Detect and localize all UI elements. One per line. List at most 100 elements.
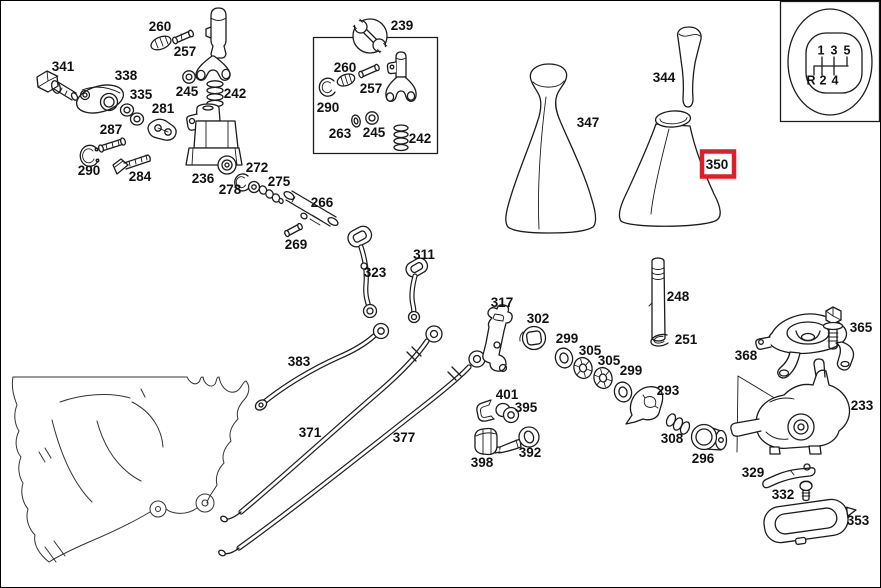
highlight-box-350[interactable] <box>699 149 737 179</box>
part-299-a <box>554 347 574 369</box>
part-365 <box>822 306 844 350</box>
part-label-377: 377 <box>393 430 416 445</box>
part-248 <box>648 257 666 342</box>
gear-2: 2 <box>820 74 827 88</box>
part-245 <box>182 70 196 84</box>
part-label-284: 284 <box>129 169 152 184</box>
part-label-260: 260 <box>334 60 357 75</box>
transmission-housing-sketch <box>11 376 250 563</box>
gear-3: 3 <box>831 44 838 58</box>
part-299-b <box>613 381 633 403</box>
detail-inset-239 <box>312 16 439 155</box>
part-label-242: 242 <box>409 131 432 146</box>
part-260 <box>150 35 172 51</box>
part-269 <box>284 222 303 238</box>
part-335 <box>119 103 145 126</box>
part-350 <box>618 110 721 227</box>
part-label-398: 398 <box>471 455 494 470</box>
part-371 <box>220 325 443 523</box>
part-label-263: 263 <box>329 126 352 141</box>
part-label-275: 275 <box>268 174 291 189</box>
part-label-236: 236 <box>192 171 215 186</box>
part-label-341: 341 <box>52 59 75 74</box>
part-label-287: 287 <box>100 122 123 137</box>
part-344 <box>676 26 702 108</box>
part-323 <box>347 225 378 319</box>
part-305-b <box>593 366 613 390</box>
part-label-266: 266 <box>311 195 334 210</box>
part-label-305: 305 <box>579 343 602 358</box>
part-label-251: 251 <box>675 332 698 347</box>
part-label-305: 305 <box>598 353 621 368</box>
part-257 <box>171 29 195 45</box>
part-label-233: 233 <box>851 398 874 413</box>
part-284 <box>112 154 151 175</box>
part-label-248: 248 <box>667 289 690 304</box>
part-lever-shaft <box>195 7 231 81</box>
part-fork-inset <box>385 51 417 103</box>
part-label-293: 293 <box>657 383 680 398</box>
part-272 <box>234 173 251 192</box>
part-338 <box>75 84 125 114</box>
gear-R: R <box>806 74 815 88</box>
wrench-icon <box>350 16 390 56</box>
part-296 <box>690 423 728 451</box>
part-263-inset <box>351 114 361 128</box>
part-label-371: 371 <box>299 425 322 440</box>
part-242-inset <box>393 124 409 152</box>
shift-pattern-border <box>779 0 881 123</box>
part-label-278: 278 <box>219 182 242 197</box>
part-233 <box>730 358 851 455</box>
part-label-353: 353 <box>847 513 870 528</box>
part-label-308: 308 <box>661 431 684 446</box>
part-281 <box>147 118 177 141</box>
gear-1: 1 <box>818 44 825 58</box>
part-392 <box>492 426 540 454</box>
part-332 <box>799 480 813 502</box>
part-label-269: 269 <box>285 237 308 252</box>
part-401 <box>476 399 495 422</box>
part-383 <box>254 322 390 411</box>
part-label-347: 347 <box>577 115 600 130</box>
part-label-383: 383 <box>288 354 311 369</box>
part-278 <box>247 180 261 194</box>
gear-4: 4 <box>832 74 839 88</box>
part-label-302: 302 <box>527 311 550 326</box>
part-label-299: 299 <box>556 331 579 346</box>
part-353 <box>763 498 857 545</box>
part-label-290: 290 <box>317 100 340 115</box>
part-395 <box>495 402 520 424</box>
part-label-311: 311 <box>413 247 435 262</box>
part-label-332: 332 <box>772 487 795 502</box>
part-341 <box>36 70 79 101</box>
part-label-368: 368 <box>735 348 758 363</box>
part-label-395: 395 <box>515 400 538 415</box>
part-290 <box>79 144 100 167</box>
part-label-365: 365 <box>850 320 873 335</box>
part-377 <box>218 350 486 557</box>
part-347 <box>505 63 597 234</box>
part-label-335: 335 <box>130 87 153 102</box>
part-257-inset <box>358 63 380 79</box>
gear-5: 5 <box>844 44 851 58</box>
part-293 <box>625 386 664 425</box>
part-305-a <box>573 356 593 380</box>
part-label-344: 344 <box>653 70 676 85</box>
part-302 <box>519 325 547 351</box>
part-311 <box>405 257 429 324</box>
part-label-257: 257 <box>360 81 383 96</box>
part-label-329: 329 <box>742 465 765 480</box>
part-308 <box>665 413 691 435</box>
part-label-281: 281 <box>152 101 175 116</box>
part-label-239: 239 <box>391 18 414 33</box>
part-251 <box>650 333 669 347</box>
part-label-338: 338 <box>115 68 138 83</box>
shift-pattern-inset: 1 3 5 R 2 4 <box>779 0 881 123</box>
part-290-inset <box>318 77 336 97</box>
part-287 <box>97 137 127 153</box>
part-245-inset <box>365 111 379 125</box>
